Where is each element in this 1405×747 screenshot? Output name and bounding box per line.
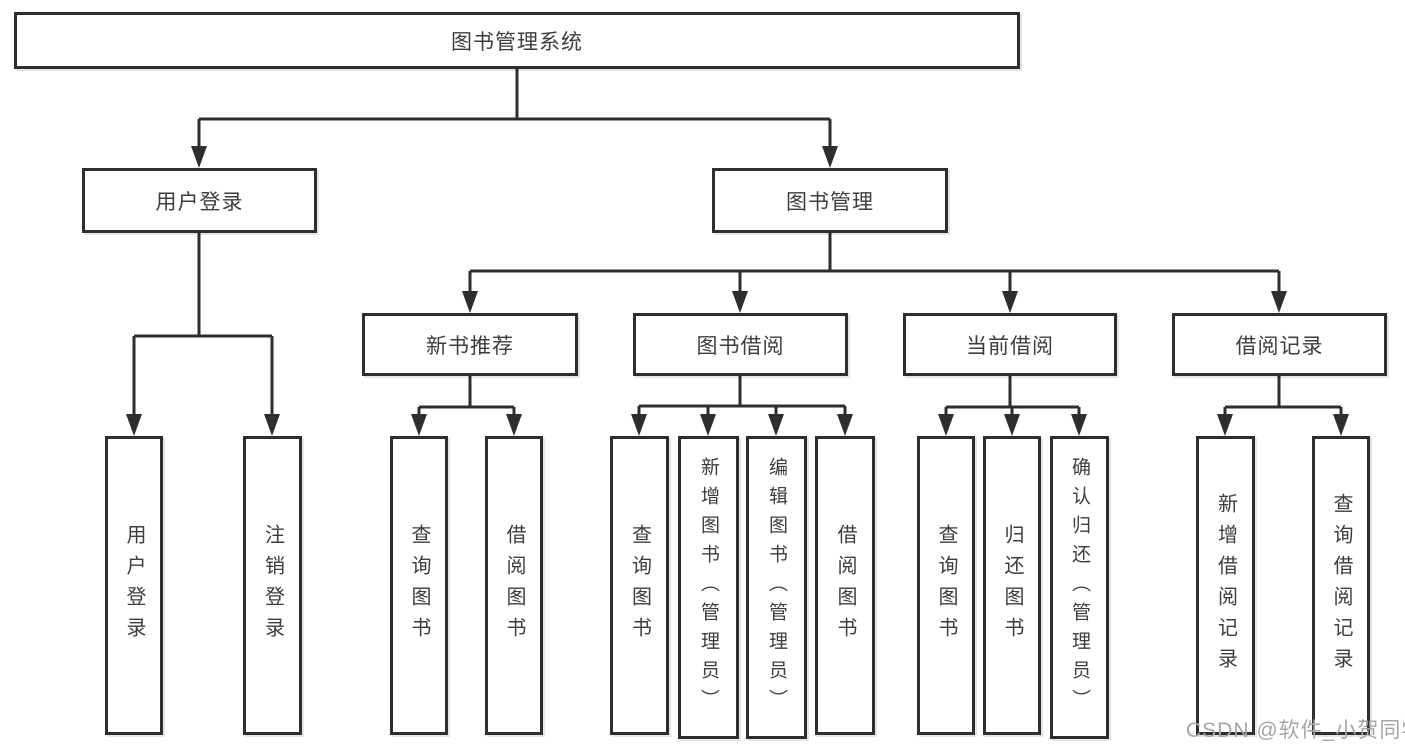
leaf-query-books-borrow: 查询图书: [610, 436, 669, 735]
leaf-query-books-recommend: 查询图书: [390, 436, 448, 735]
leaf-confirm-return-admin: 确认归还（管理员）: [1050, 436, 1109, 739]
leaf-return-books: 归还图书: [983, 436, 1041, 735]
leaf-user-login: 用户登录: [105, 436, 163, 735]
node-book-borrow: 图书借阅: [633, 313, 848, 376]
leaf-logout: 注销登录: [243, 436, 302, 735]
leaf-borrow-books-recommend: 借阅图书: [485, 436, 543, 735]
node-library-management-system: 图书管理系统: [14, 12, 1020, 69]
leaf-add-borrow-record: 新增借阅记录: [1196, 436, 1255, 735]
leaf-borrow-books: 借阅图书: [815, 436, 875, 735]
leaf-query-books-current: 查询图书: [917, 436, 975, 735]
node-user-login: 用户登录: [82, 168, 317, 233]
node-borrow-records: 借阅记录: [1172, 313, 1387, 376]
node-new-book-recommend: 新书推荐: [362, 313, 578, 376]
node-book-management: 图书管理: [712, 168, 948, 233]
leaf-add-books-admin: 新增图书（管理员）: [678, 436, 739, 739]
leaf-query-borrow-record: 查询借阅记录: [1312, 436, 1370, 735]
node-current-borrow: 当前借阅: [903, 313, 1117, 376]
leaf-edit-books-admin: 编辑图书（管理员）: [746, 436, 807, 739]
csdn-watermark: CSDN @软件_小贺同学: [1186, 719, 1405, 742]
arrowheads: [126, 146, 1349, 436]
